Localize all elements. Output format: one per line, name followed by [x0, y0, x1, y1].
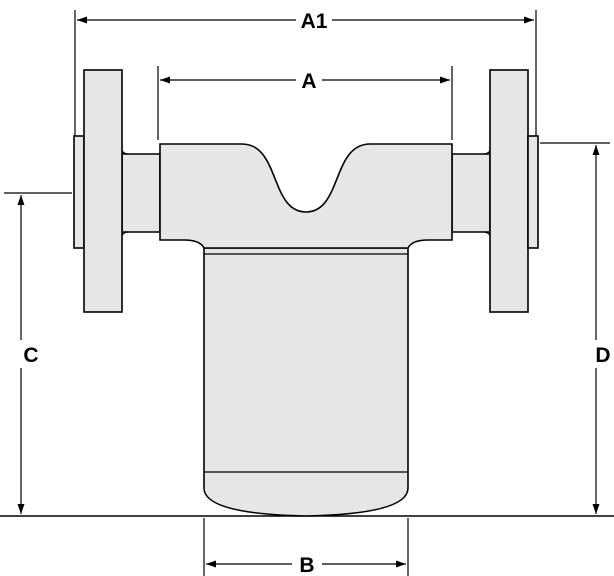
right-pipe-stub: [451, 143, 495, 243]
dimension-a1: A1: [77, 10, 534, 33]
left-flange: [73, 69, 123, 313]
strainer-body: [159, 143, 453, 249]
dimension-a: A: [160, 70, 450, 93]
dimension-label-a1: A1: [301, 10, 328, 33]
dimension-b: B: [206, 554, 406, 576]
dimension-label-a: A: [301, 70, 316, 93]
dimension-label-b: B: [299, 554, 314, 576]
right-flange: [489, 69, 539, 313]
left-pipe-stub: [117, 143, 161, 243]
dimension-label-d: D: [595, 344, 610, 367]
strainer-bowl: [203, 247, 409, 517]
dimension-c: C: [17, 195, 39, 514]
dimension-d: D: [592, 145, 611, 514]
extension-lines: [4, 10, 610, 576]
dimension-label-c: C: [23, 344, 38, 367]
